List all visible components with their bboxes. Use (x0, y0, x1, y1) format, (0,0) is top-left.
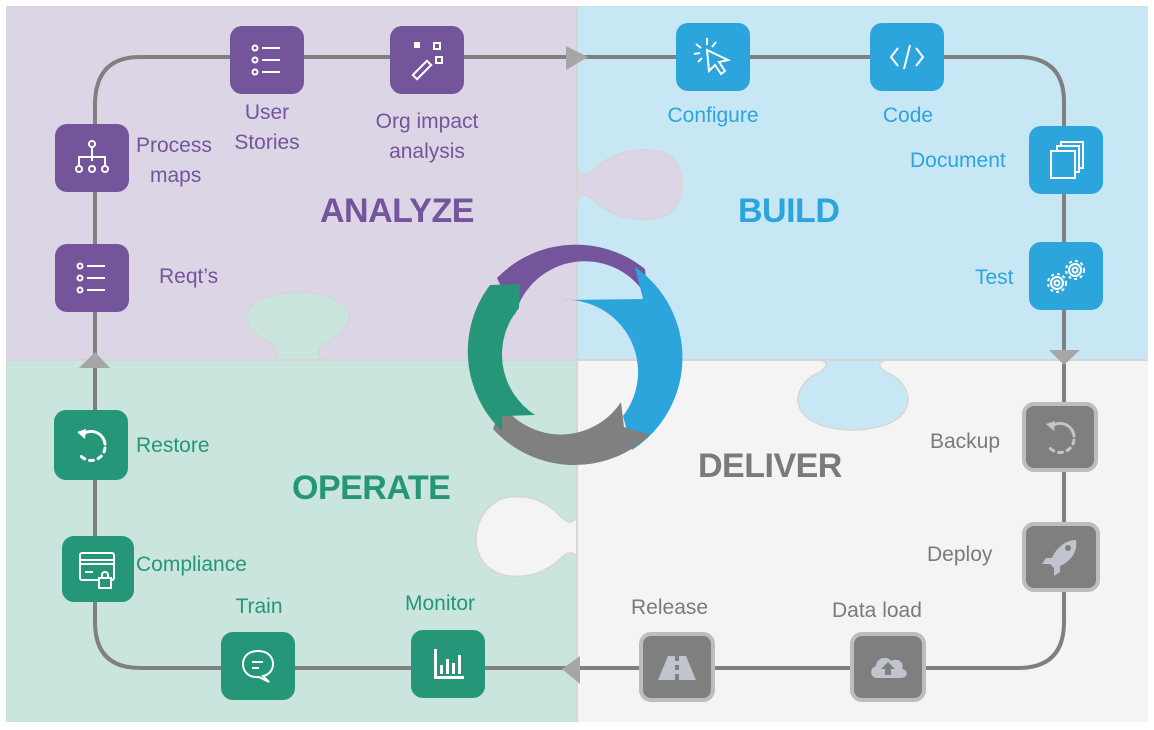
magic-wand-icon (411, 42, 443, 81)
arrow-up-icon (79, 352, 110, 368)
step-label-release: Release (631, 596, 709, 619)
chat-bubble-icon (241, 649, 275, 683)
step-label-train: Train (235, 595, 283, 618)
step-label-reqts: Reqt’s (159, 265, 219, 288)
phase-title-operate: OPERATE (292, 469, 451, 507)
puzzle-tab-build-into-deliver (790, 359, 916, 431)
step-label-deploy: Deploy (927, 543, 993, 566)
step-reqts[interactable] (55, 244, 129, 312)
phase-title-build: BUILD (738, 192, 840, 230)
step-data-load[interactable] (850, 632, 926, 702)
step-compliance[interactable] (62, 536, 134, 602)
arrow-left-icon (562, 656, 580, 684)
card-lock-icon (79, 552, 115, 589)
step-org-impact[interactable] (390, 26, 464, 94)
puzzle-tab-deliver-into-operate (475, 494, 578, 578)
circular-arrow-icon (77, 429, 107, 462)
code-icon (889, 44, 925, 70)
step-label-code: Code (882, 104, 934, 127)
step-train[interactable] (221, 632, 295, 700)
step-deploy[interactable] (1022, 522, 1100, 592)
circular-arrow-icon (1046, 421, 1076, 454)
step-process-maps[interactable] (55, 124, 129, 192)
ring-segment-deliver (493, 402, 650, 466)
step-label-backup: Backup (930, 430, 1001, 453)
step-monitor[interactable] (411, 630, 485, 698)
step-label-test: Test (975, 266, 1014, 289)
ring-segment-operate (467, 284, 535, 431)
gears-icon (1047, 260, 1085, 293)
arrow-down-icon (1049, 350, 1080, 365)
step-configure[interactable] (676, 23, 750, 91)
step-label-data-load: Data load (832, 599, 922, 622)
org-chart-icon (75, 140, 109, 173)
step-test[interactable] (1029, 242, 1103, 310)
cloud-upload-icon (871, 657, 907, 678)
step-label-configure: Configure (667, 104, 759, 127)
cycle-ring (467, 244, 683, 466)
step-label-compliance: Compliance (136, 553, 247, 576)
puzzle-tab-analyze-into-build (576, 146, 684, 224)
rocket-icon (1042, 540, 1077, 576)
ring-segment-analyze (497, 244, 648, 315)
ring-segment-build (563, 267, 683, 450)
list-icon (76, 262, 105, 294)
documents-stack-icon (1050, 141, 1084, 179)
step-backup[interactable] (1022, 402, 1098, 472)
phase-title-analyze: ANALYZE (320, 192, 474, 230)
puzzle-tab-operate-into-analyze (236, 291, 360, 361)
step-user-stories[interactable] (230, 26, 304, 94)
step-label-monitor: Monitor (404, 592, 476, 615)
step-label-restore: Restore (136, 434, 210, 457)
arrow-right-icon (566, 46, 588, 70)
list-icon (251, 44, 280, 76)
phase-title-deliver: DELIVER (698, 447, 842, 485)
step-document[interactable] (1029, 126, 1103, 194)
bar-chart-icon (434, 649, 464, 679)
process-loop-line (93, 55, 1066, 670)
step-restore[interactable] (54, 410, 128, 480)
step-code[interactable] (870, 23, 944, 91)
step-label-document: Document (910, 149, 1006, 172)
step-release[interactable] (639, 632, 715, 702)
road-icon (658, 656, 696, 680)
cursor-click-icon (693, 38, 732, 76)
